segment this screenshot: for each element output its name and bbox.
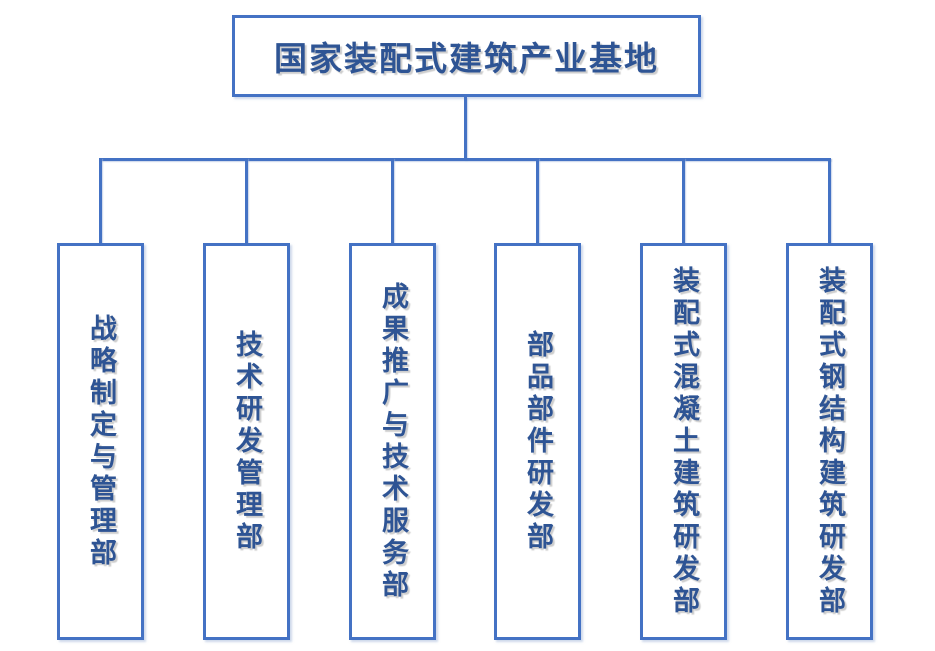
connector-branch-1 bbox=[99, 158, 102, 245]
dept-node-promotion-tech-service: 成果推广与技术服务部 bbox=[349, 243, 436, 640]
connector-horizontal bbox=[99, 158, 831, 161]
connector-trunk bbox=[464, 97, 467, 160]
dept-node-steel-structure-rd: 装配式钢结构建筑研发部 bbox=[786, 243, 873, 640]
connector-branch-4 bbox=[536, 158, 539, 245]
dept-node-label: 部品部件研发部 bbox=[523, 329, 553, 554]
dept-node-label: 装配式钢结构建筑研发部 bbox=[815, 265, 845, 618]
dept-node-label: 成果推广与技术服务部 bbox=[378, 281, 408, 602]
root-node-label: 国家装配式建筑产业基地 bbox=[274, 40, 659, 77]
root-node: 国家装配式建筑产业基地 bbox=[232, 15, 701, 97]
connector-branch-2 bbox=[245, 158, 248, 245]
connector-branch-6 bbox=[828, 158, 831, 245]
dept-node-label: 技术研发管理部 bbox=[232, 329, 262, 554]
dept-node-label: 装配式混凝土建筑研发部 bbox=[669, 265, 699, 618]
connector-branch-3 bbox=[391, 158, 394, 245]
dept-node-label: 战略制定与管理部 bbox=[86, 313, 116, 570]
dept-node-precast-concrete-rd: 装配式混凝土建筑研发部 bbox=[640, 243, 727, 640]
dept-node-parts-components-rd: 部品部件研发部 bbox=[494, 243, 581, 640]
connector-branch-5 bbox=[682, 158, 685, 245]
dept-node-strategy-management: 战略制定与管理部 bbox=[57, 243, 144, 640]
dept-node-tech-rd-management: 技术研发管理部 bbox=[203, 243, 290, 640]
